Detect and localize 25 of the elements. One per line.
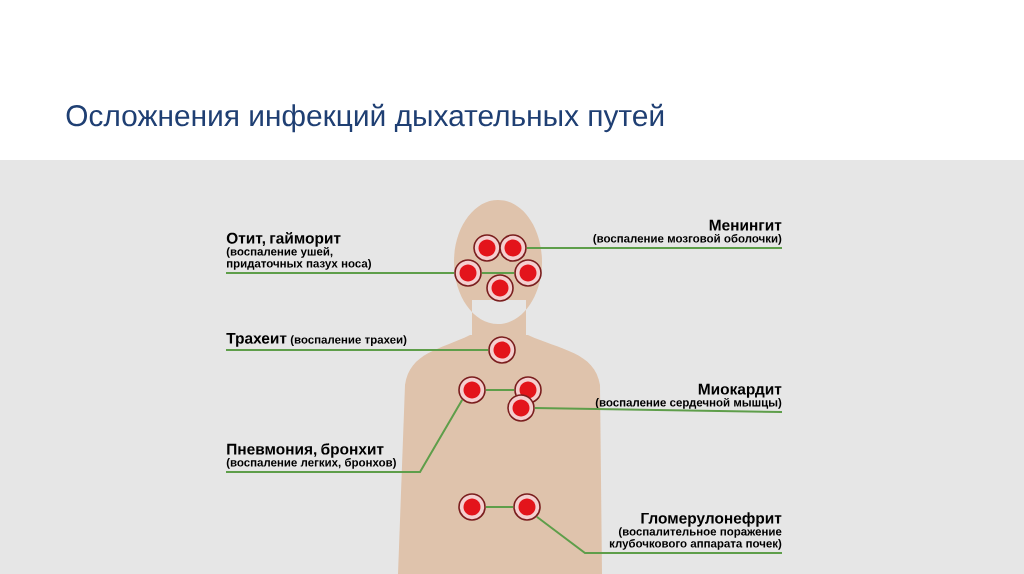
- label-text: Трахеит (воспаление трахеи): [226, 332, 407, 347]
- leader-line: [225, 349, 490, 351]
- leader-line: [533, 407, 783, 413]
- marker-circle: [458, 493, 486, 521]
- marker-circle: [454, 259, 482, 287]
- marker-circle: [499, 234, 527, 262]
- title: Осложнения инфекций дыхательных путей: [66, 103, 664, 133]
- leader-line: [525, 247, 783, 249]
- label-text: Пневмония, бронхит (воспаление легких, бронхов): [226, 443, 396, 469]
- marker-circle: [514, 259, 542, 287]
- leader-line: [535, 515, 783, 554]
- leader-line: [225, 398, 464, 473]
- label-text: Менингит (воспаление мозговой оболочки): [593, 219, 782, 245]
- label-text: Миокардит (воспаление сердечной мышцы): [595, 383, 782, 409]
- marker-circle: [473, 234, 501, 262]
- marker-circle: [507, 394, 535, 422]
- leader-line: [484, 389, 516, 391]
- marker-circle: [458, 376, 486, 404]
- label-text: Отит, гайморит (воспаление ушей, придаточных пазух носа): [226, 232, 371, 270]
- marker-circle: [488, 336, 516, 364]
- marker-circle: [486, 274, 514, 302]
- label-text: Гломерулонефрит (воспалительное поражение клубочкового аппарата почек): [609, 512, 782, 550]
- leader-line: [225, 272, 456, 274]
- leader-line: [484, 506, 515, 508]
- marker-circle: [513, 493, 541, 521]
